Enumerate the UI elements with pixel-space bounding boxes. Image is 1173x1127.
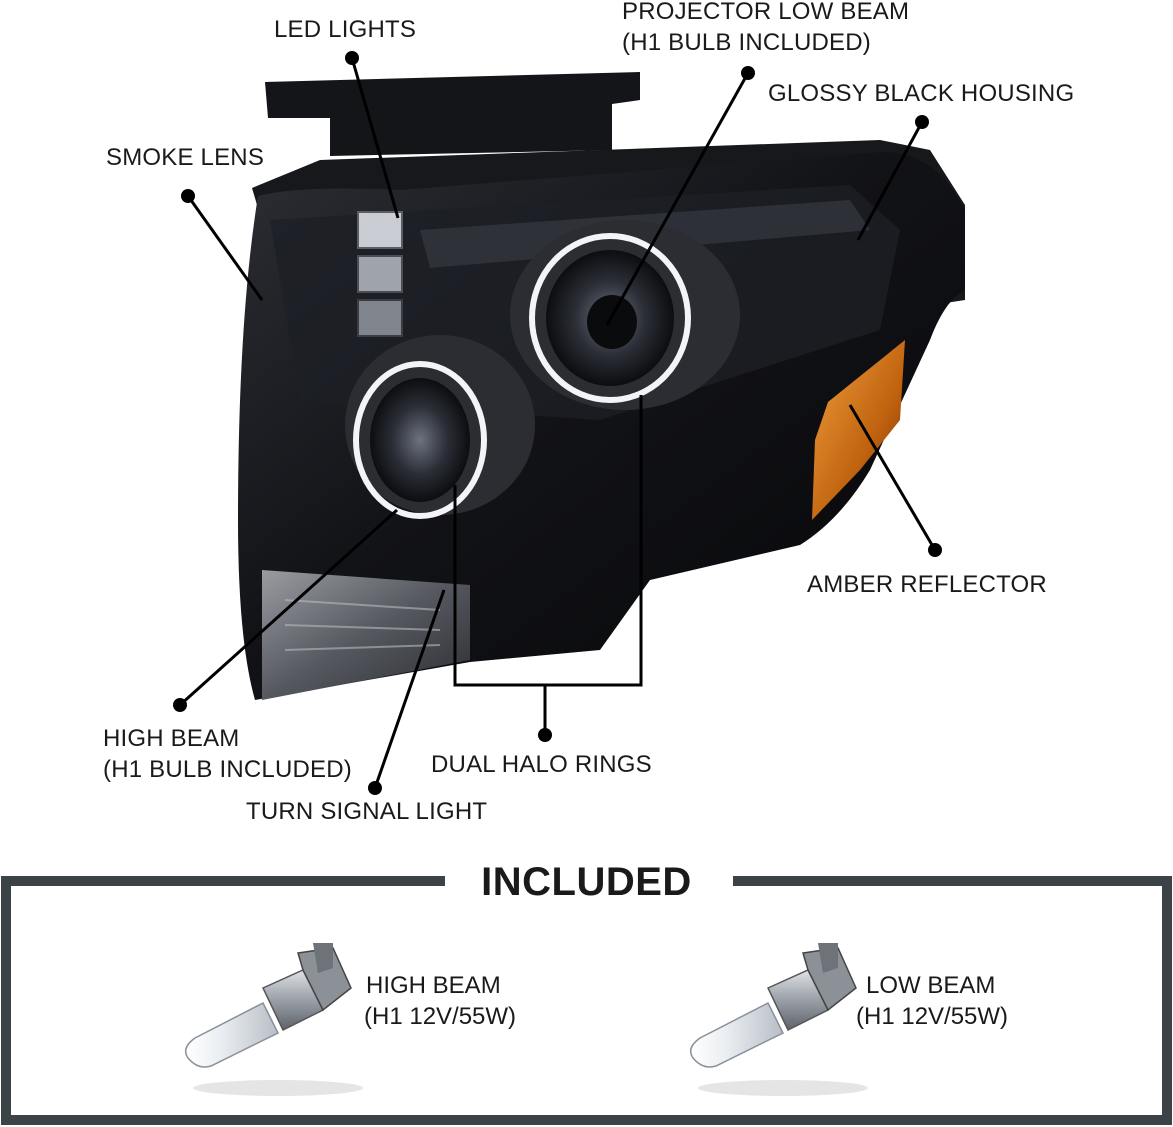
mounting-bracket	[265, 72, 640, 156]
callout-dots	[173, 51, 942, 795]
callout-lines	[178, 57, 937, 789]
included-item-name: HIGH BEAM	[366, 972, 501, 999]
included-item-name: LOW BEAM	[866, 972, 996, 999]
low-beam-projector	[510, 220, 740, 410]
dual-halo-rings-label: DUAL HALO RINGS	[431, 751, 652, 778]
amber-reflector-label: AMBER REFLECTOR	[807, 571, 1047, 598]
high-beam-line2: (H1 BULB INCLUDED)	[103, 756, 352, 783]
low-beam-leader	[605, 72, 750, 326]
amber-leader	[848, 404, 937, 551]
included-title: INCLUDED	[481, 860, 692, 904]
glossy-black-housing-label: GLOSSY BLACK HOUSING	[768, 80, 1075, 107]
turn-signal-leader	[373, 589, 446, 789]
turn-signal-light-label: TURN SIGNAL LIGHT	[246, 798, 488, 825]
included-item-spec: (H1 12V/55W)	[364, 1003, 517, 1030]
high-beam-leader	[178, 508, 399, 707]
projector-low-beam-line1: PROJECTOR LOW BEAM	[622, 0, 910, 25]
turn-signal-shape	[262, 570, 470, 700]
high-beam-line1: HIGH BEAM	[103, 725, 240, 752]
h1-bulb-high-beam	[184, 943, 363, 1096]
led-block	[357, 299, 403, 337]
h1-bulb-low-beam	[689, 943, 868, 1096]
halo-rings-bracket	[453, 395, 643, 687]
smoke-lens-leader	[186, 195, 264, 301]
housing-leader	[856, 121, 924, 241]
projector-low-beam-line2: (H1 BULB INCLUDED)	[622, 29, 871, 56]
included-item-high-beam: HIGH BEAM (H1 12V/55W)	[364, 970, 516, 1032]
led-block	[357, 211, 403, 249]
included-item-low-beam: LOW BEAM (H1 12V/55W)	[856, 970, 1008, 1032]
led-lights-leader	[350, 57, 400, 219]
amber-reflector-shape	[812, 340, 905, 520]
led-block	[357, 255, 403, 293]
included-item-spec: (H1 12V/55W)	[856, 1003, 1009, 1030]
led-blocks	[357, 211, 403, 337]
led-lights-label: LED LIGHTS	[274, 16, 417, 43]
headlight-image	[238, 72, 965, 700]
included-frame	[1, 876, 1172, 1125]
smoke-lens-label: SMOKE LENS	[106, 144, 265, 171]
high-beam-label: HIGH BEAM (H1 BULB INCLUDED)	[103, 723, 352, 785]
projector-low-beam-label: PROJECTOR LOW BEAM (H1 BULB INCLUDED)	[622, 0, 909, 58]
high-beam-projector	[345, 335, 535, 519]
